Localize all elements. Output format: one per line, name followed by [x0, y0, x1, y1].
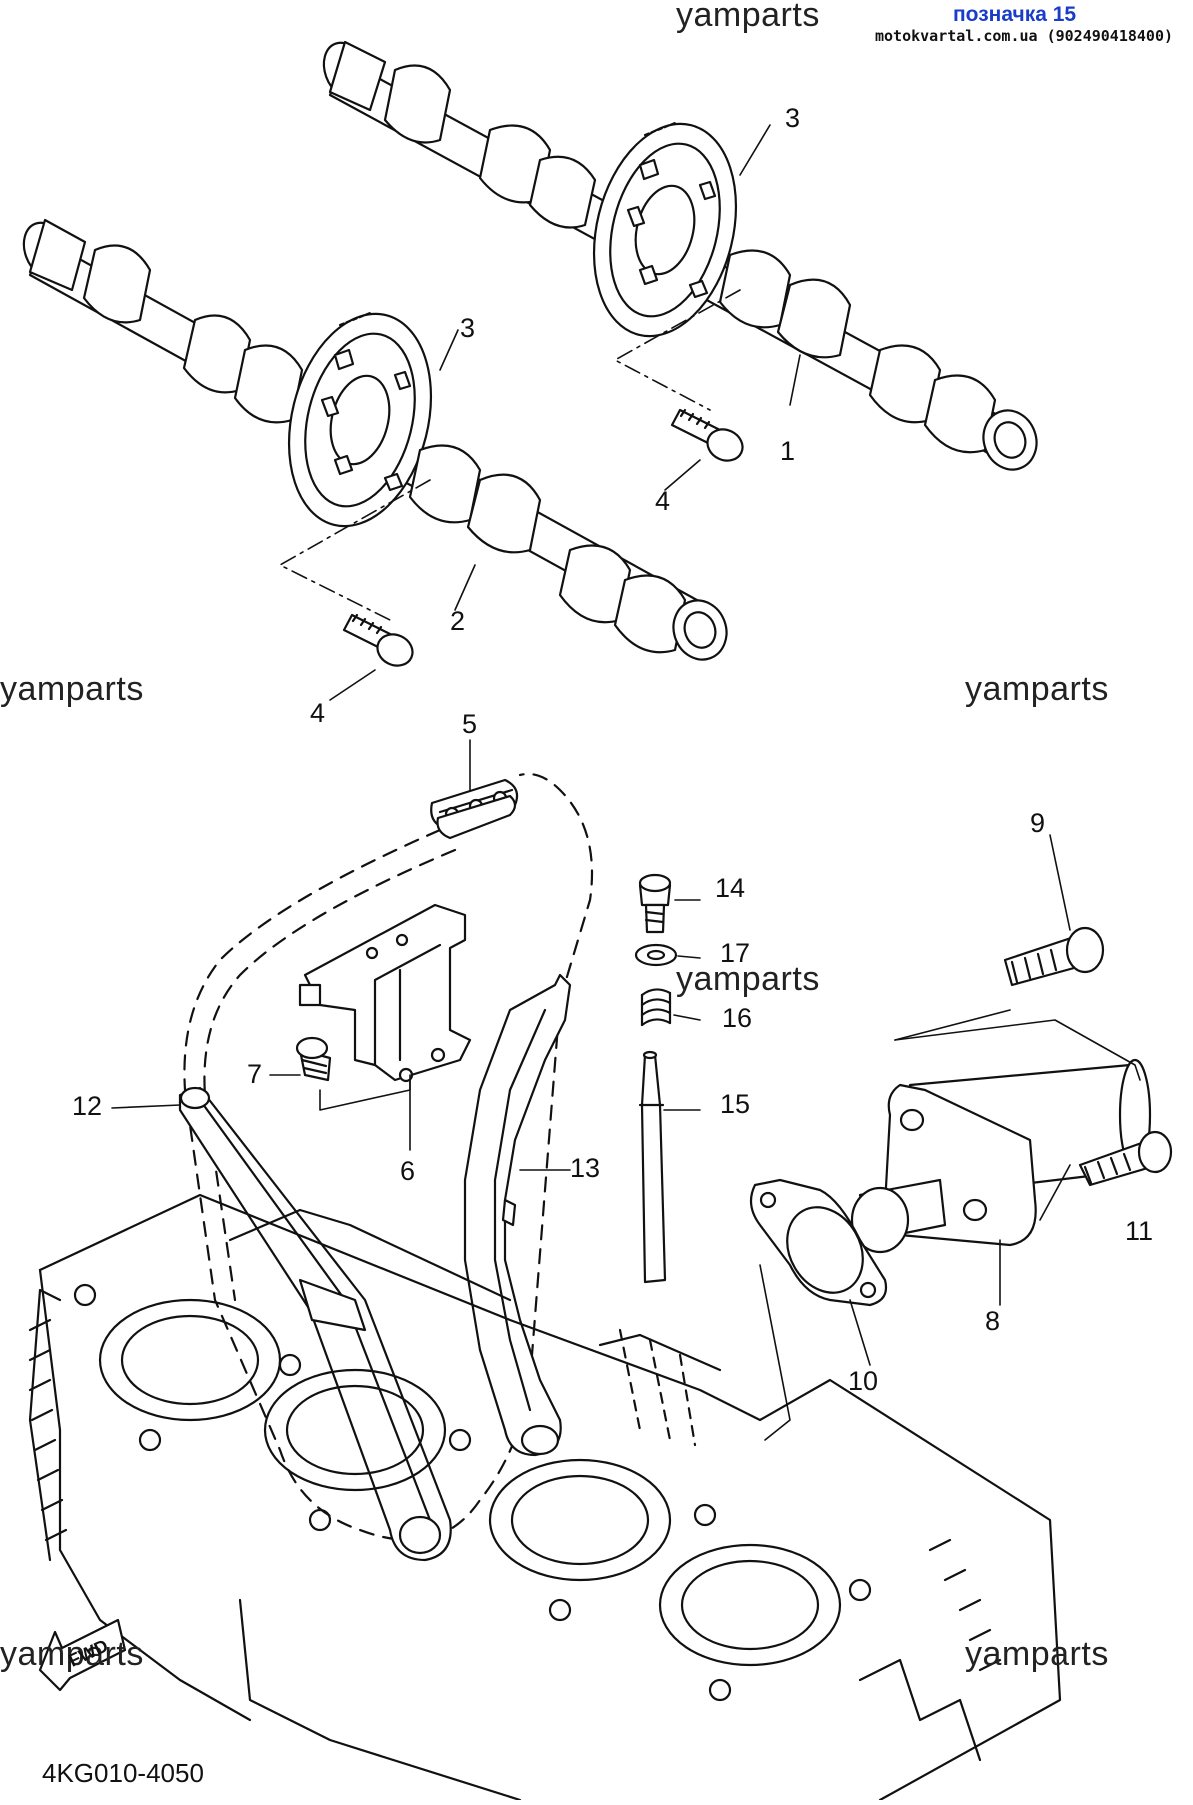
- watermark-left-mid: yamparts: [0, 670, 144, 708]
- callout-15: 15: [720, 1089, 750, 1119]
- callout-10: 10: [848, 1366, 878, 1396]
- tensioner-rod: [638, 1050, 667, 1284]
- callout-14: 14: [715, 873, 745, 903]
- callout-3-upper: 3: [785, 103, 800, 133]
- camshaft-lower: [22, 218, 728, 667]
- callout-3-lower: 3: [460, 313, 475, 343]
- watermark-right-bottom: yamparts: [965, 1635, 1109, 1673]
- callout-8: 8: [985, 1306, 1000, 1336]
- fwd-arrow: [38, 1618, 127, 1692]
- cam-sprocket-lower: [287, 311, 433, 528]
- sprocket-bolt-upper: [670, 408, 744, 462]
- callout-1: 1: [780, 436, 795, 466]
- tensioner-gasket-plate: [749, 1178, 888, 1441]
- callout-17: 17: [720, 938, 750, 968]
- tensioner-bolt-upper: [894, 926, 1141, 1081]
- callout-4-upper: 4: [655, 486, 670, 516]
- header-site: motokvartal.com.ua (902490418400): [875, 27, 1174, 45]
- chain-guide-rear: [178, 1086, 452, 1562]
- callout-2: 2: [450, 606, 465, 636]
- tensioner-gasket: [634, 943, 678, 967]
- diagram-code: 4KG010-4050: [42, 1758, 204, 1788]
- tensioner-spring: [640, 988, 672, 1027]
- watermark-top: yamparts: [676, 0, 820, 34]
- callout-4-lower: 4: [310, 698, 325, 728]
- callout-12: 12: [72, 1091, 102, 1121]
- sprocket-bolt-lower: [342, 613, 414, 667]
- tensioner-cap-bolt: [638, 873, 672, 934]
- watermark-right-mid: yamparts: [965, 670, 1109, 708]
- chain-guide-top: [298, 903, 472, 1083]
- leader-lines: [111, 124, 1071, 1366]
- cam-sprocket-upper: [592, 121, 738, 338]
- callout-16: 16: [722, 1003, 752, 1033]
- camshaft-upper: [322, 40, 1038, 471]
- watermark-left-bottom: yamparts: [0, 1635, 144, 1673]
- callout-9: 9: [1030, 808, 1045, 838]
- watermark-center: yamparts: [676, 960, 820, 998]
- callout-5: 5: [462, 709, 477, 739]
- callout-7: 7: [247, 1059, 262, 1089]
- callout-numbers: 3 3 1 2 4 4 5 6 7 8 9 10 11 12 13 14 15 …: [72, 103, 1153, 1396]
- callout-6: 6: [400, 1156, 415, 1186]
- callout-13: 13: [570, 1153, 600, 1183]
- tensioner-bolt-lower: [1078, 1130, 1173, 1187]
- chain-link: [430, 778, 519, 840]
- cylinder-head: [28, 1193, 1062, 1802]
- cam-chain: [183, 772, 594, 1542]
- chain-guide-exhaust: [463, 973, 572, 1457]
- callout-11: 11: [1125, 1216, 1153, 1246]
- header-label: позначка 15: [953, 3, 1077, 26]
